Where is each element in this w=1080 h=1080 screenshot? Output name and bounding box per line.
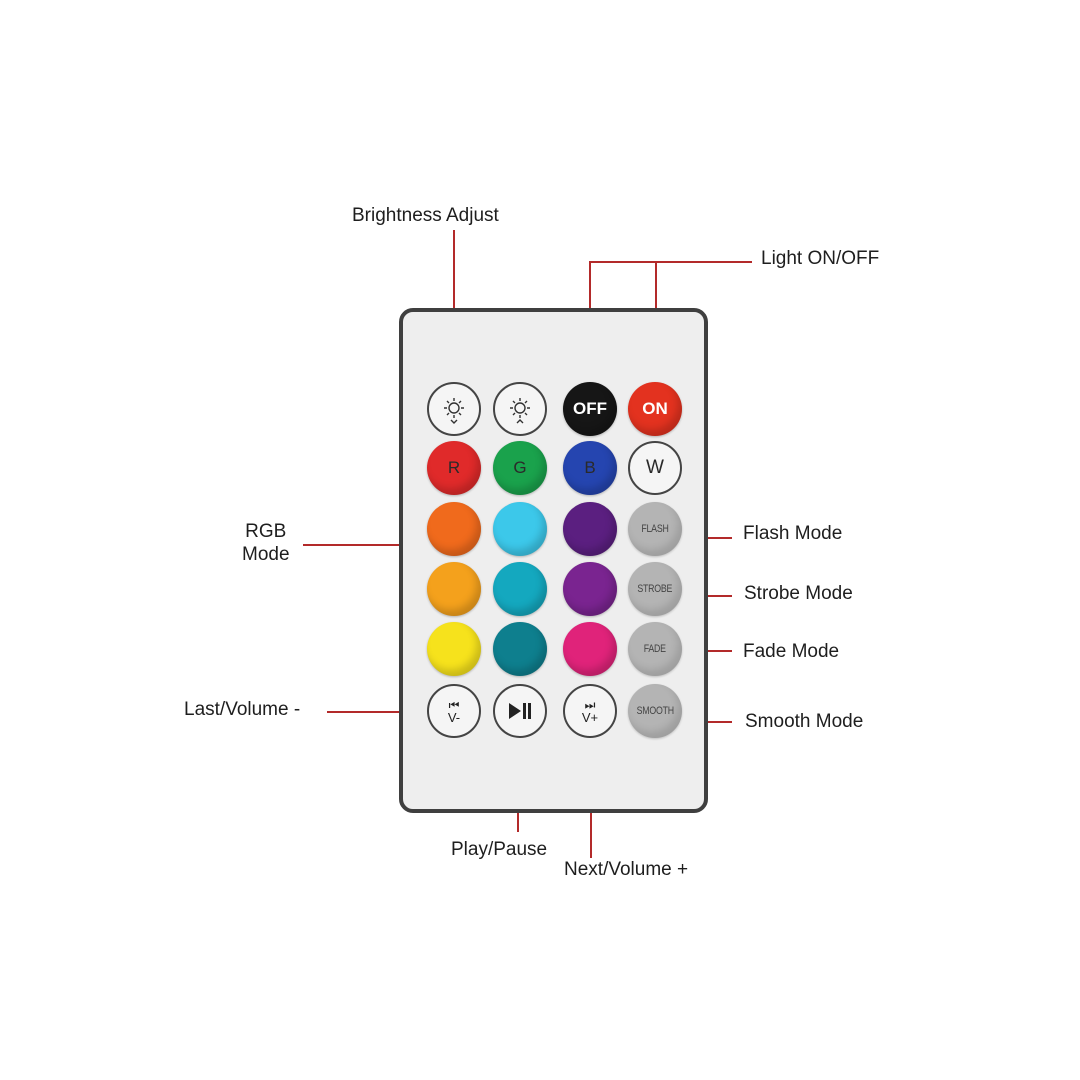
rgb-mode-label-line2: Mode [242,544,290,565]
blue-button-label: B [584,458,596,477]
sun-up-icon [510,398,530,424]
last-volume-label: Last/Volume - [184,699,301,720]
strobe-button-label: STROBE [637,583,673,595]
play-pause-button[interactable] [493,684,547,738]
brightness-down-button[interactable] [427,382,481,436]
green-button[interactable]: G [493,441,547,495]
red-button-label: R [447,458,461,477]
blue-button[interactable]: B [563,441,617,495]
previous-button-content: ⏮ V- [448,699,460,724]
white-button[interactable]: W [628,441,682,495]
next-button-label: V+ [581,709,599,725]
next-volume-label: Next/Volume + [564,859,689,880]
on-button-label: ON [642,399,668,418]
flash-button-label: FLASH [641,523,669,535]
rgb-mode-label: RGB Mode [242,520,290,566]
white-button-label: W [646,457,664,478]
red-button[interactable]: R [427,441,481,495]
strobe-button[interactable]: STROBE [628,562,682,616]
off-button[interactable]: OFF [563,382,617,436]
smooth-button-label: SMOOTH [636,705,674,717]
brightness-up-button[interactable] [493,382,547,436]
smooth-mode-label: Smooth Mode [745,711,864,732]
color-button-amber[interactable] [427,562,481,616]
previous-volume-down-button[interactable]: ⏮ V- [427,684,481,738]
previous-track-icon: ⏮ [448,697,460,712]
strobe-mode-label: Strobe Mode [744,583,853,604]
fade-button[interactable]: FADE [628,622,682,676]
flash-mode-label: Flash Mode [743,523,843,544]
color-button-orange[interactable] [427,502,481,556]
color-button-yellow[interactable] [427,622,481,676]
flash-button[interactable]: FLASH [628,502,682,556]
on-button[interactable]: ON [628,382,682,436]
color-button-teal[interactable] [493,562,547,616]
play-pause-icon [509,703,531,719]
color-button-dark-purple[interactable] [563,502,617,556]
sun-down-icon [444,398,464,424]
brightness-adjust-label: Brightness Adjust [352,205,499,226]
previous-button-label: V- [447,709,461,725]
color-button-pink[interactable] [563,622,617,676]
smooth-button[interactable]: SMOOTH [628,684,682,738]
fade-mode-label: Fade Mode [743,641,840,662]
fade-button-label: FADE [643,643,667,655]
green-button-label: G [513,458,527,477]
next-track-icon: ⏭ [584,697,596,712]
color-button-sky[interactable] [493,502,547,556]
play-pause-label: Play/Pause [451,839,548,860]
next-volume-up-button[interactable]: ⏭ V+ [563,684,617,738]
color-button-dark-teal[interactable] [493,622,547,676]
light-on-off-label: Light ON/OFF [761,248,880,269]
rgb-mode-label-line1: RGB [245,521,287,542]
off-button-label: OFF [573,399,607,418]
color-button-purple[interactable] [563,562,617,616]
next-button-content: ⏭ V+ [582,699,598,724]
